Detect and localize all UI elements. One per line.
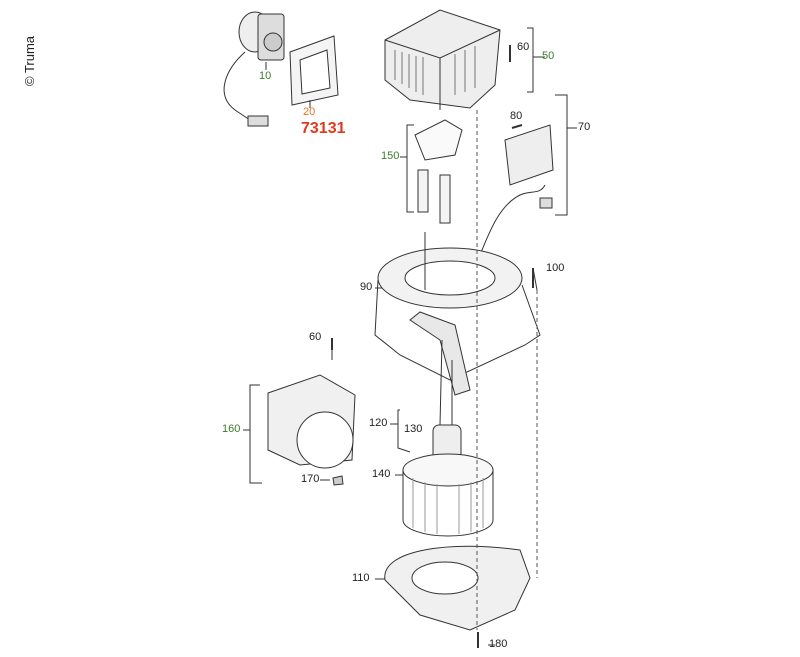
label-10: 10 (259, 70, 272, 82)
screws (331, 268, 534, 648)
label-60: 60 (517, 41, 530, 53)
label-70: 70 (578, 121, 591, 133)
label-110: 110 (352, 572, 370, 584)
label-160: 160 (222, 423, 241, 435)
label-120: 120 (369, 417, 388, 429)
label-90: 90 (360, 281, 373, 293)
part-20-frame (289, 35, 339, 108)
part-50-cover (384, 9, 545, 110)
label-60-b: 60 (309, 331, 322, 343)
label-20: 20 (303, 106, 316, 118)
label-50: 50 (542, 50, 555, 62)
label-170: 170 (301, 473, 320, 485)
label-100: 100 (546, 262, 565, 274)
part-90-housing (374, 232, 541, 396)
part-150-brackets (400, 119, 463, 224)
part-140-fan-wheel (390, 409, 494, 537)
part-70-circuit-board (479, 94, 577, 256)
part-10-control-unit (223, 11, 285, 127)
part-110-base-plate (375, 545, 531, 631)
part-160-air-duct (243, 342, 356, 486)
label-130: 130 (404, 423, 423, 435)
label-80: 80 (510, 110, 523, 122)
label-180: 180 (489, 638, 508, 650)
label-150: 150 (381, 150, 400, 162)
copyright: © Truma (22, 35, 37, 86)
label-140: 140 (372, 468, 391, 480)
part-number: 73131 (301, 120, 346, 137)
